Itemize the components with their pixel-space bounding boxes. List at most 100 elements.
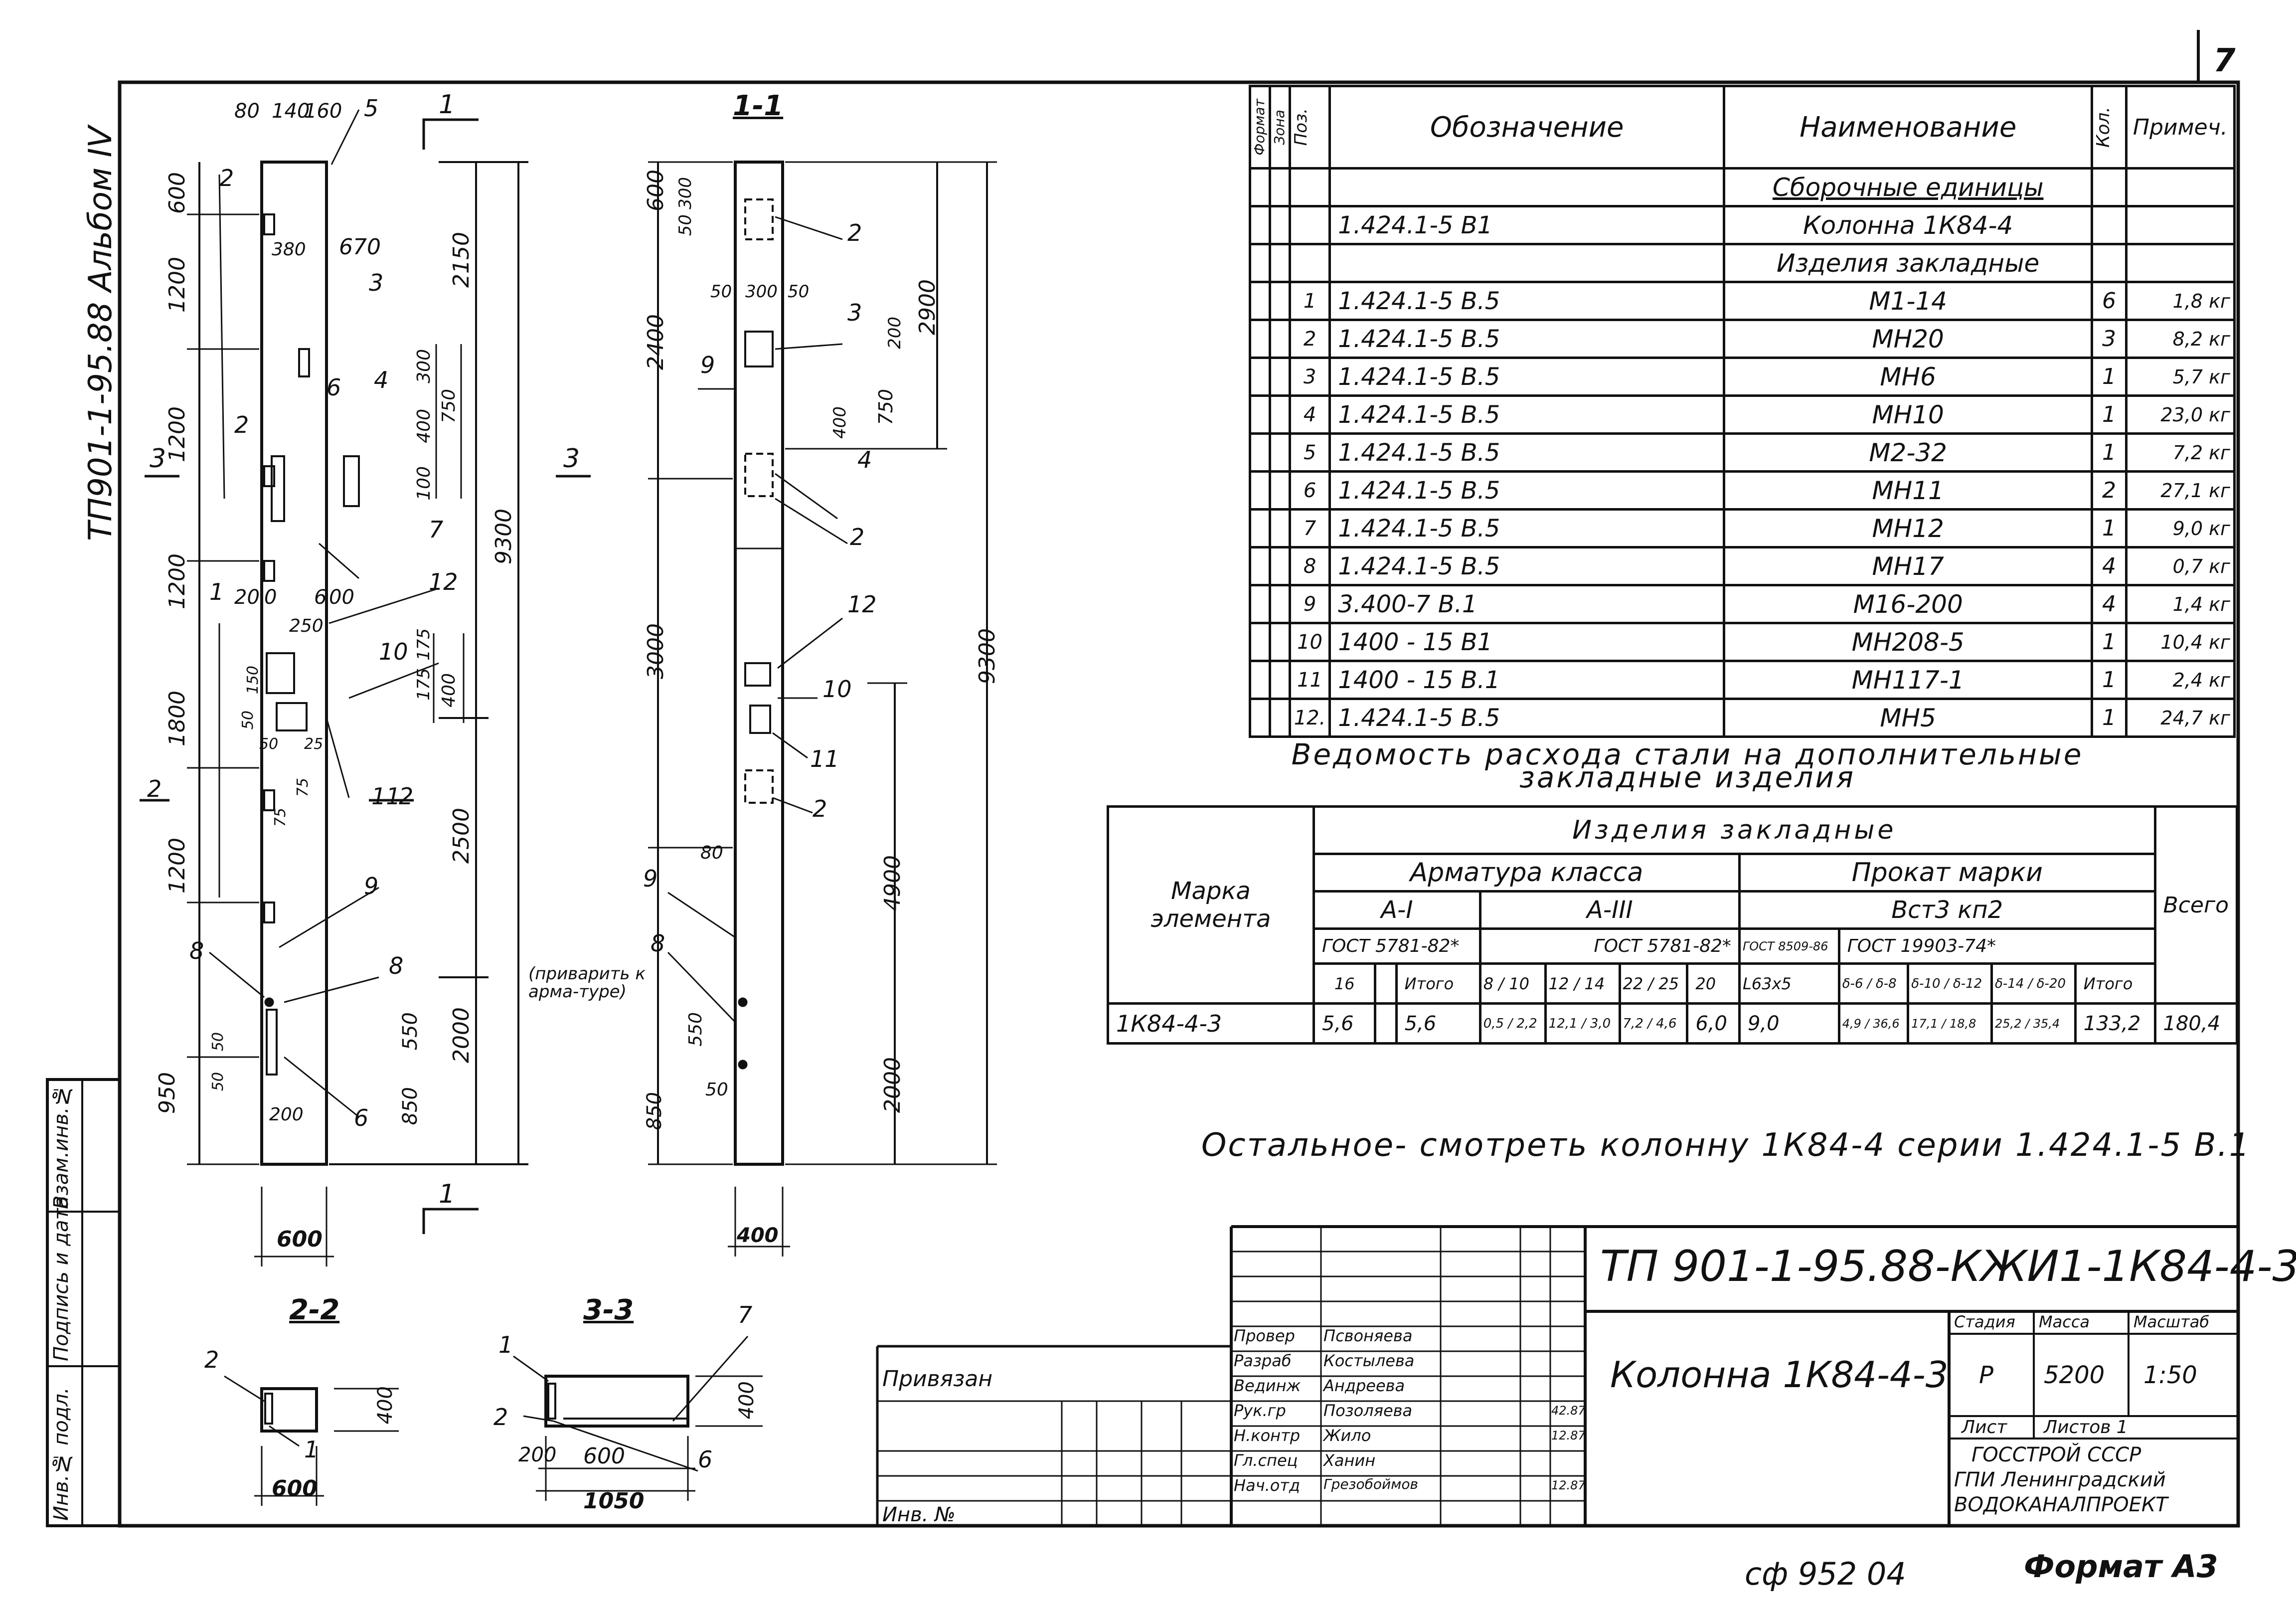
qty-cell: 2 [2091,470,2128,511]
left-dim: 1200 [164,257,190,313]
code-cell: 1.424.1-5 В.5 [1328,281,1726,321]
pos-label: 2 [204,1346,219,1373]
pos-label: 1 [209,578,224,605]
note-cell: 5,7 кг [2125,357,2236,397]
inner-dim: 50 [259,735,279,753]
inner-dim: 670 [339,234,381,260]
zone-cell [1268,546,1291,586]
dim: 50 [710,282,732,302]
pos-label: 6 [354,1104,369,1131]
code-cell: 1.424.1-5 В.5 [1328,319,1726,359]
role-name: Позоляева [1323,1401,1413,1420]
note-cell [2125,167,2236,207]
name-cell: М2-32 [1723,432,2094,473]
mass-header: Масса [2039,1312,2090,1331]
qty-cell: 4 [2091,546,2128,586]
section-title: 2-2 [289,1294,340,1326]
rolled-header: Прокат марки [1738,853,2156,893]
role-date: 12.87 [1551,1478,1586,1492]
role: Рук.гр [1234,1401,1286,1420]
name-cell: МН17 [1723,546,2094,586]
dim: 600 [583,1443,625,1469]
inner-dim: 250 [289,616,324,636]
format-cell [1249,508,1271,548]
pos-label: 10 [379,638,408,665]
name-cell: МН20 [1723,319,2094,359]
right-dim: 400 [414,409,434,443]
bound-label: Привязан [882,1366,993,1392]
note-cell: 7,2 кг [2125,432,2236,473]
pos-label: 12 [847,591,877,618]
pos-label: 2 [147,775,162,802]
dim: 3000 [643,623,668,679]
name-cell: Изделия закладные [1723,243,2094,283]
margin-signature-label: Подпись и дата [50,1196,73,1361]
data-a3: 7,2 / 4,6 [1618,1002,1689,1045]
gost-19903: ГОСТ 19903-74* [1837,927,2156,965]
pos-label: 4 [857,446,872,473]
code-cell [1328,243,1726,283]
drawing-title: Колонна 1К84-4-3 [1610,1354,1949,1396]
pos-label: 1 [498,1331,513,1358]
code-cell: 3.400-7 В.1 [1328,584,1726,624]
sub-a1: Итого [1395,962,1481,1005]
role-name: Псвоняева [1323,1326,1413,1345]
sub-a3: 12 / 14 [1544,962,1621,1005]
qty-cell: 3 [2091,319,2128,359]
inner-dim: 50 [209,1032,227,1052]
data-a3: 6,0 [1686,1002,1741,1045]
col-header: Формат [1249,85,1271,170]
code-cell: 1.424.1-5 В.5 [1328,546,1726,586]
role-name: Ханин [1323,1451,1376,1470]
stage-header: Стадия [1954,1312,2015,1331]
format-cell [1249,243,1271,283]
dim: 2000 [880,1057,905,1113]
qty-cell: 1 [2091,698,2128,738]
inner-dim: 150 [244,666,262,695]
col-header: Поз. [1288,85,1331,170]
gost-a1: ГОСТ 5781-82* [1312,927,1481,965]
pos-label: 6 [327,374,341,401]
zone-cell [1268,584,1291,624]
role-name: Костылева [1323,1351,1415,1370]
right-dim: 850 [399,1087,422,1125]
pos-cell [1288,243,1331,283]
pos-cell: 4 [1288,394,1331,435]
sub-a1 [1374,962,1398,1005]
left-dim: 1800 [164,691,190,746]
org-line: ГПИ Ленинградский [1954,1468,2166,1491]
col-header: Наименование [1723,85,2094,170]
sheet-note: Остальное- смотреть колонну 1К84-4 серии… [1201,1127,2251,1164]
dim: 80 [700,843,723,863]
dim: 400 [374,1386,397,1425]
data-rolled: 133,2 [2074,1002,2156,1045]
section-width-dim: 400 [737,1224,779,1247]
zone-cell [1268,470,1291,511]
spec-row: Изделия закладные [1249,243,2236,283]
note-cell: 9,0 кг [2125,508,2236,548]
pos-label: 12 [429,568,458,595]
name-cell: М16-200 [1723,584,2094,624]
format-cell [1249,281,1271,321]
inner-dim: 0 [264,586,277,609]
name-cell: МН12 [1723,508,2094,548]
gost-a3: ГОСТ 5781-82* [1478,927,1741,965]
dim: 600 [272,1476,318,1501]
margin-replace-label: Взам.инв.№ [50,1084,73,1209]
dim: 50 [788,282,810,302]
qty-cell: 6 [2091,281,2128,321]
inner-dim: 200 [269,1104,304,1125]
inv-no-label: Инв. № [882,1503,956,1526]
stage-value: Р [1979,1361,1993,1389]
note-cell: 24,7 кг [2125,698,2236,738]
zone-cell [1268,394,1291,435]
zone-cell [1268,319,1291,359]
mass-value: 5200 [2044,1361,2105,1389]
pos-label: 1 [304,1436,319,1463]
right-dim: 400 [439,673,459,708]
